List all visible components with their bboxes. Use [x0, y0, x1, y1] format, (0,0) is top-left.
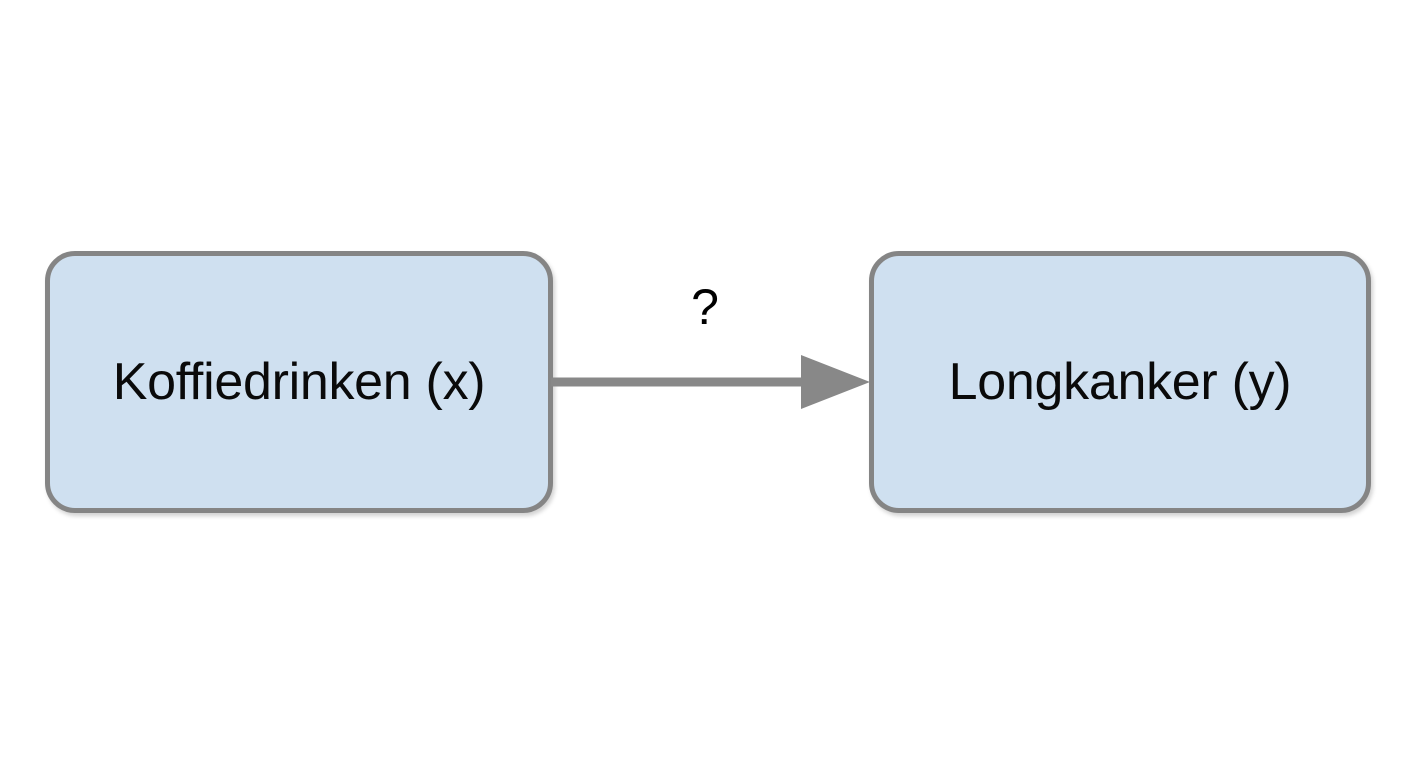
edge-x-to-y-arrow[interactable] [551, 355, 870, 409]
arrowhead-icon [801, 355, 870, 409]
node-longkanker[interactable]: Longkanker (y) [869, 251, 1371, 513]
node-koffiedrinken-label: Koffiedrinken (x) [112, 353, 486, 411]
node-koffiedrinken[interactable]: Koffiedrinken (x) [45, 251, 553, 513]
edge-x-to-y-label: ? [691, 279, 719, 335]
node-longkanker-label: Longkanker (y) [948, 353, 1292, 411]
